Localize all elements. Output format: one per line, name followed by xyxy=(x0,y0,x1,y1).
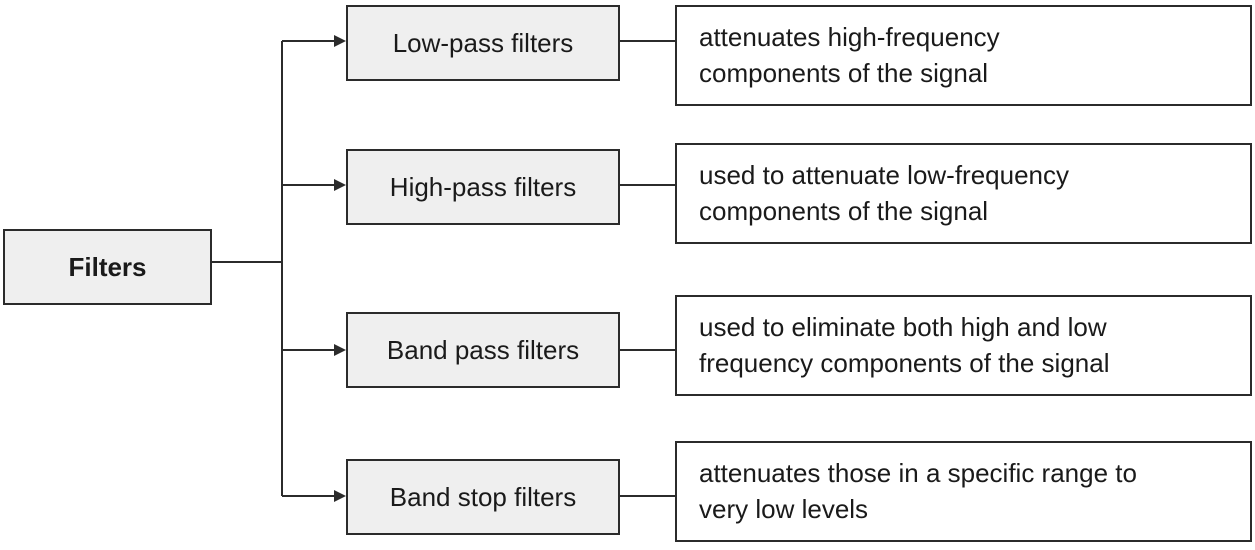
desc-text: attenuates high-frequency components of … xyxy=(699,20,1000,92)
desc-line: used to eliminate both high and low xyxy=(699,311,1107,342)
node-label: Band pass filters xyxy=(386,334,580,365)
node-band-stop: Band stop filters xyxy=(346,459,620,535)
desc-line: very low levels xyxy=(699,493,869,524)
desc-line: attenuates high-frequency xyxy=(699,21,1000,52)
desc-line: components of the signal xyxy=(699,57,989,88)
desc-line: frequency components of the signal xyxy=(699,347,1110,378)
node-label: High-pass filters xyxy=(389,171,577,202)
node-low-pass: Low-pass filters xyxy=(346,5,620,81)
desc-text: used to attenuate low-frequency componen… xyxy=(699,158,1069,230)
root-node: Filters xyxy=(3,229,212,305)
desc-line: used to attenuate low-frequency xyxy=(699,159,1070,190)
desc-high-pass: used to attenuate low-frequency componen… xyxy=(675,143,1252,244)
desc-text: attenuates those in a specific range to … xyxy=(699,456,1137,528)
root-label: Filters xyxy=(68,251,147,282)
desc-text: used to eliminate both high and low freq… xyxy=(699,310,1109,382)
desc-low-pass: attenuates high-frequency components of … xyxy=(675,5,1252,106)
node-label: Band stop filters xyxy=(389,481,577,512)
node-label: Low-pass filters xyxy=(392,27,574,58)
desc-line: attenuates those in a specific range to xyxy=(699,457,1137,488)
desc-band-stop: attenuates those in a specific range to … xyxy=(675,441,1252,542)
desc-line: components of the signal xyxy=(699,195,989,226)
node-band-pass: Band pass filters xyxy=(346,312,620,388)
node-high-pass: High-pass filters xyxy=(346,149,620,225)
desc-band-pass: used to eliminate both high and low freq… xyxy=(675,295,1252,396)
